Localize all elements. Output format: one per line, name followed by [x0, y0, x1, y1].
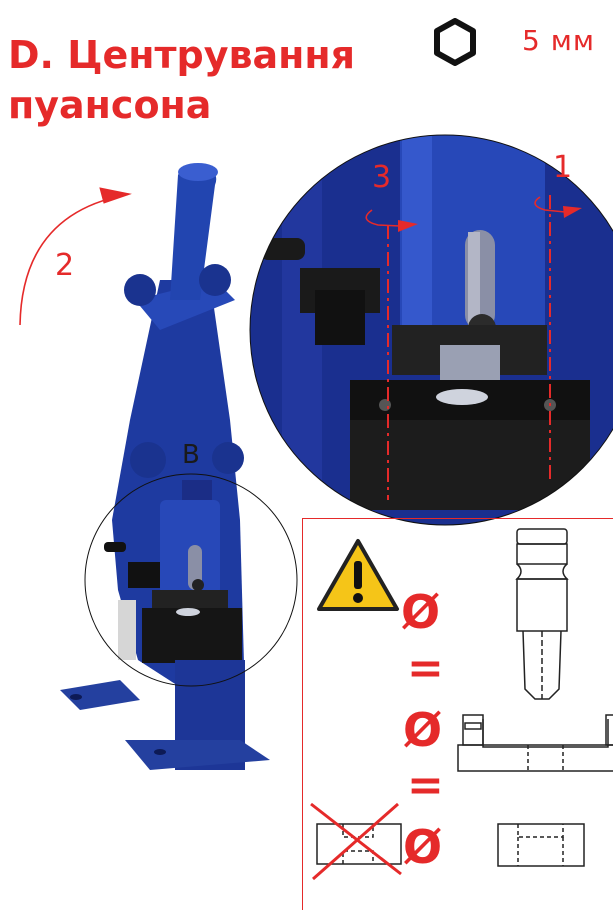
title-line-2: пуансона	[8, 83, 212, 127]
page-title: D. Центрування пуансона	[8, 30, 355, 130]
warning-triangle-icon	[317, 539, 399, 611]
warning-panel: Ø = Ø = Ø	[302, 518, 613, 910]
cross-out-icon	[310, 802, 402, 881]
wrench-size: 5 мм	[522, 24, 595, 57]
diameter-symbol-guide: Ø	[403, 703, 443, 757]
title-line-1: D. Центрування	[8, 33, 356, 77]
step-3-label: 3	[372, 160, 392, 195]
equals-symbol-1: =	[407, 643, 444, 694]
diameter-symbol-die: Ø	[403, 820, 443, 874]
hex-key-icon	[434, 18, 476, 66]
guide-plate-drawing	[457, 714, 613, 772]
part-label-b: B	[182, 440, 200, 470]
zoom-detail	[250, 135, 613, 525]
step-2-label: 2	[55, 248, 75, 283]
diameter-symbol-punch: Ø	[401, 585, 441, 639]
die-correct-drawing	[497, 823, 585, 867]
equals-symbol-2: =	[407, 760, 444, 811]
machine-body	[60, 163, 270, 770]
step-1-label: 1	[553, 150, 573, 185]
die-incorrect-drawing	[316, 823, 402, 865]
punch-drawing	[515, 528, 569, 700]
technical-drawings	[310, 528, 613, 881]
